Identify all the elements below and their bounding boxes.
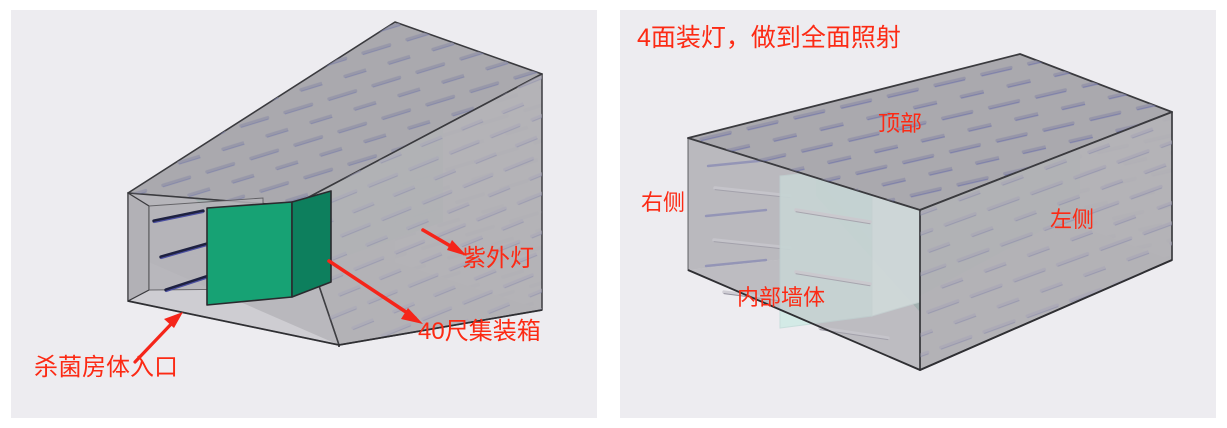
right-diagram-svg: [687, 53, 1173, 371]
shell-bottom-edges: [687, 259, 1173, 371]
panel-four-side-lamp-coverage: [620, 10, 1216, 418]
label-top-side: 顶部: [878, 111, 923, 136]
annotation-arrows: [133, 228, 467, 364]
arrow-room-entrance: [133, 312, 183, 364]
panel-uv-room-overview: 紫外灯 40尺集装箱 杀菌房体入口: [11, 10, 597, 418]
left-diagram-svg: [127, 21, 543, 364]
container-40ft-body: [206, 190, 332, 306]
annotation-uv-lamp: 紫外灯: [462, 245, 534, 272]
annotation-container-40ft: 40尺集装箱: [418, 318, 541, 345]
label-left-side: 左侧: [1050, 207, 1095, 232]
arrow-uv-lamp: [421, 228, 467, 256]
inner-wall-lamp-strips: [794, 208, 872, 287]
inner-right-wall-lamp-strips: [704, 158, 890, 341]
heading-four-side-lamps: 4面装灯，做到全面照射: [637, 24, 901, 52]
shell-bottom-edges: [127, 300, 543, 347]
arrow-container-40ft: [327, 259, 423, 324]
label-inner-wall: 内部墙体: [737, 285, 826, 310]
label-right-side: 右侧: [641, 190, 686, 215]
annotation-room-entrance: 杀菌房体入口: [34, 354, 178, 381]
